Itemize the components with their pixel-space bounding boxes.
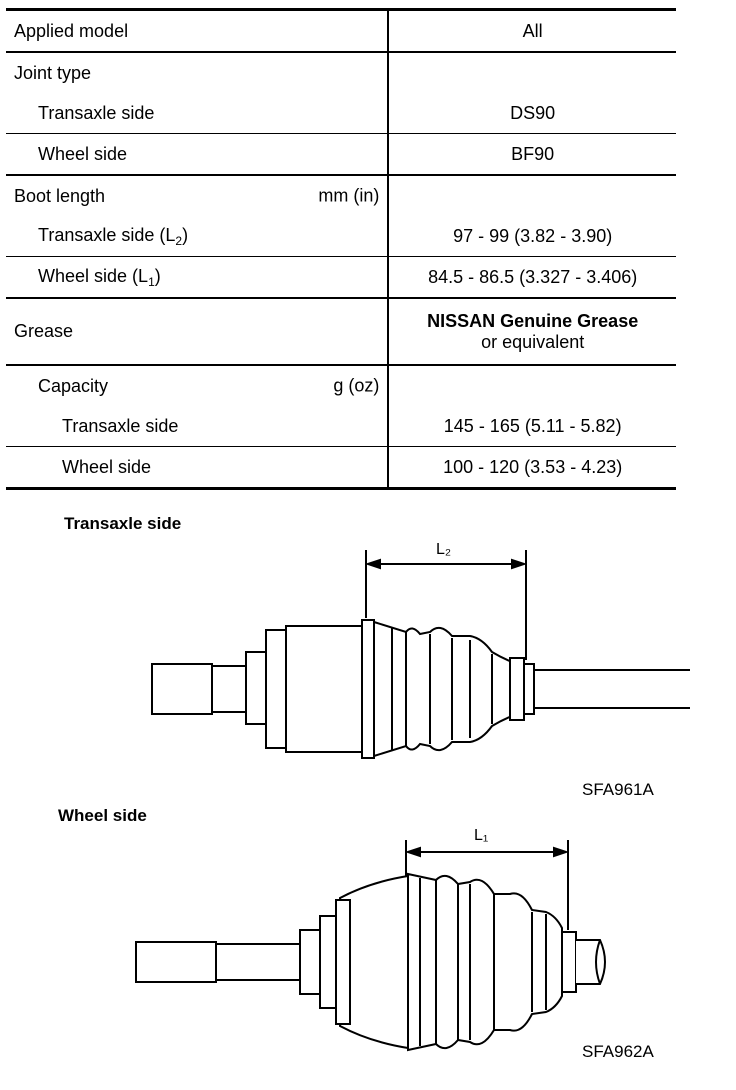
boot-band-left — [335, 899, 351, 1025]
figure1-code: SFA961A — [582, 780, 654, 799]
boot-length-cell: Boot length mm (in) — [6, 174, 390, 216]
capacity-value — [388, 364, 676, 406]
shaft-right — [534, 669, 690, 709]
boot-length-label: Boot length — [14, 185, 106, 206]
figure2-caption: Wheel side — [58, 806, 147, 825]
boot-wheel-cell: Wheel side (L1) — [6, 256, 390, 298]
boot-transaxle-cell: Transaxle side (L2) — [6, 216, 390, 257]
boot-transaxle-value: 97 - 99 (3.82 - 3.90) — [453, 225, 613, 246]
collar — [299, 929, 321, 995]
grease-label: Grease — [6, 297, 390, 365]
joint-type-label: Joint type — [6, 51, 390, 93]
dim-arrow-left — [364, 558, 381, 570]
flange-ring — [245, 651, 267, 725]
dim-arrow-right — [511, 558, 528, 570]
joint-transaxle-label: Transaxle side — [6, 93, 390, 134]
shaft-step — [215, 943, 301, 981]
grease-value-line1: NISSAN Genuine Grease — [427, 310, 639, 331]
shaft-left — [135, 941, 217, 983]
joint-transaxle-value: DS90 — [510, 102, 556, 123]
housing-body — [285, 625, 367, 753]
boot-wheel-subscript: 1 — [148, 274, 155, 289]
joint-wheel-label: Wheel side — [6, 133, 390, 175]
transaxle-side-boot-illustration: L₂ — [151, 541, 690, 759]
capacity-transaxle-label: Transaxle side — [6, 406, 390, 447]
capacity-wheel-label: Wheel side — [6, 446, 390, 490]
boot-band-right — [561, 931, 577, 993]
figure2-dimension-label: L₁ — [474, 827, 488, 844]
grease-value: NISSAN Genuine Grease or equivalent — [388, 297, 676, 365]
capacity-unit: g (oz) — [333, 375, 380, 396]
capacity-label: Capacity — [38, 375, 109, 396]
boot-band-right — [509, 657, 525, 721]
dim-arrow-left — [404, 846, 421, 858]
joint-type-value — [388, 51, 676, 93]
housing-ring — [265, 629, 287, 749]
figure2-code: SFA962A — [582, 1042, 654, 1061]
wheel-side-boot-illustration: L₁ — [135, 827, 606, 1052]
boot-transaxle-label: Transaxle side (L — [38, 224, 176, 245]
boot-length-value — [388, 174, 676, 216]
dim-arrow-right — [553, 846, 570, 858]
shaft-step — [211, 665, 247, 713]
capacity-wheel-value: 100 - 120 (3.53 - 4.23) — [388, 446, 676, 490]
specification-table: Applied model All Joint type Transaxle s… — [6, 8, 676, 490]
capacity-cell: Capacity g (oz) — [6, 364, 390, 406]
boot-wheel-label: Wheel side (L — [38, 265, 149, 286]
figure1-dimension-label: L₂ — [436, 541, 451, 558]
boot-band-left — [361, 619, 375, 759]
applied-model-label: Applied model — [6, 8, 390, 52]
boot-wheel-value: 84.5 - 86.5 (3.327 - 3.406) — [388, 256, 676, 298]
shaft-right — [576, 939, 606, 985]
figure1-caption: Transaxle side — [64, 514, 182, 533]
boot-transaxle-subscript: 2 — [175, 233, 183, 248]
boot-length-unit: mm (in) — [318, 185, 380, 206]
joint-wheel-value: BF90 — [388, 133, 676, 175]
shaft-left — [151, 663, 213, 715]
capacity-transaxle-value: 145 - 165 (5.11 - 5.82) — [443, 415, 622, 436]
applied-model-value: All — [388, 8, 676, 52]
boot-bellows — [407, 872, 563, 1052]
grease-value-line2: or equivalent — [481, 331, 585, 352]
